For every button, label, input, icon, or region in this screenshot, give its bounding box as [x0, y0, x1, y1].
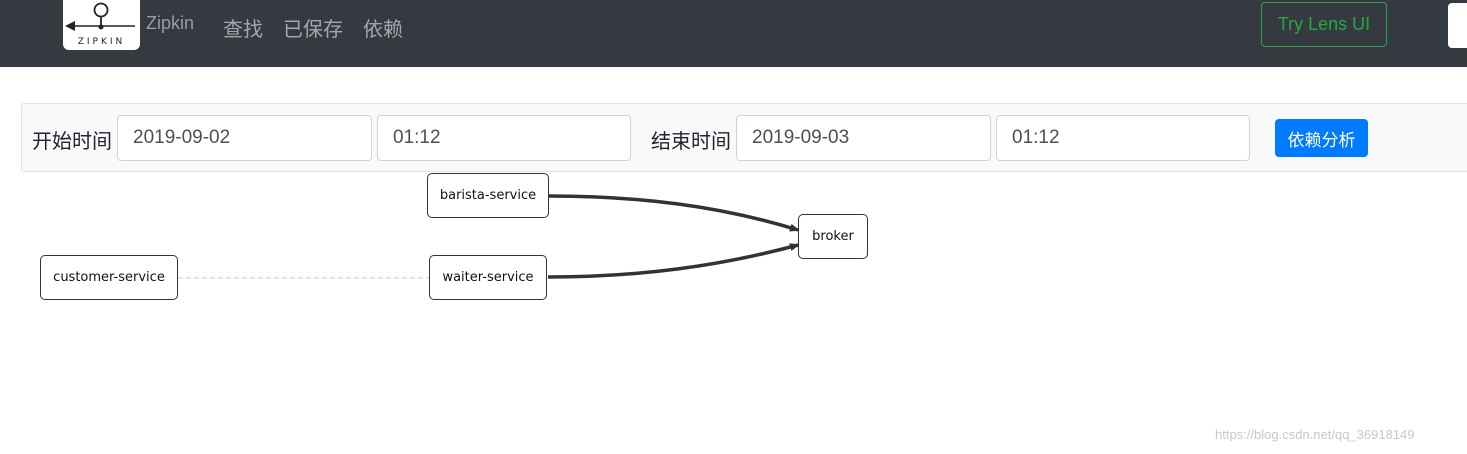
logo-wordmark: ZIPKIN	[77, 37, 126, 47]
node-barista-service[interactable]: barista-service	[427, 173, 549, 218]
node-broker[interactable]: broker	[798, 214, 868, 259]
language-selector[interactable]	[1448, 3, 1467, 48]
start-date-input[interactable]: 2019-09-02	[117, 115, 372, 161]
node-waiter-service[interactable]: waiter-service	[429, 255, 547, 300]
end-date-input[interactable]: 2019-09-03	[736, 115, 991, 161]
zipkin-logo-icon	[65, 2, 135, 31]
try-lens-ui-button[interactable]: Try Lens UI	[1261, 2, 1387, 47]
edge-barista-to-broker[interactable]	[547, 194, 800, 232]
nav-dependencies[interactable]: 依赖	[363, 17, 403, 41]
nav-find[interactable]: 查找	[223, 17, 263, 41]
end-time-label: 结束时间	[651, 129, 731, 153]
watermark-url: https://blog.csdn.net/qq_36918149	[1215, 427, 1415, 442]
nav-saved[interactable]: 已保存	[283, 17, 343, 41]
zipkin-logo[interactable]: ZIPKIN	[63, 0, 140, 50]
start-time-input[interactable]: 01:12	[377, 115, 631, 161]
edge-waiter-to-broker[interactable]	[547, 243, 800, 279]
brand-name[interactable]: Zipkin	[146, 13, 195, 33]
analyze-dependencies-button[interactable]: 依赖分析	[1275, 119, 1368, 157]
start-time-label: 开始时间	[32, 129, 112, 153]
top-navbar: ZIPKIN Zipkin 查找 已保存 依赖 Try Lens UI	[0, 0, 1467, 67]
end-time-input[interactable]: 01:12	[996, 115, 1250, 161]
node-customer-service[interactable]: customer-service	[40, 255, 178, 300]
